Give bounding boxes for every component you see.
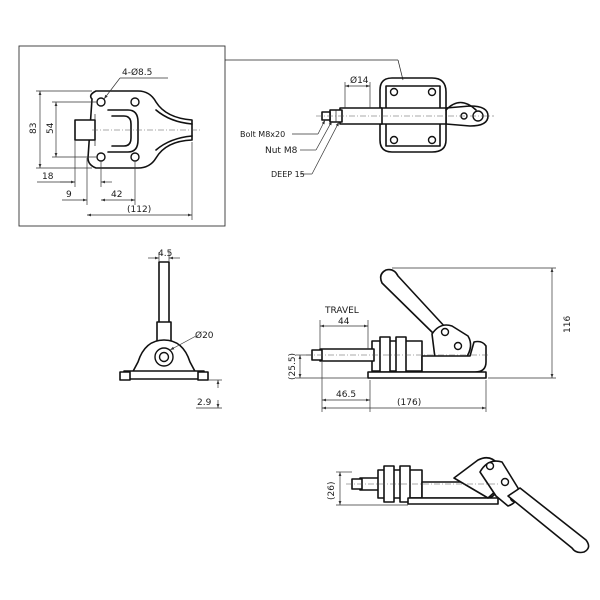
top-detail-view: 4-Ø8.5 83 54 18 9 42 (112): [18, 45, 404, 227]
end-view: 4.5 Ø20 2.9: [119, 249, 222, 409]
handle-side: [379, 268, 447, 337]
nut-label: Nut M8: [265, 146, 298, 156]
dim-54-label: 54: [46, 122, 56, 134]
mounting-hole: [130, 152, 140, 162]
deep-label: DEEP 15: [271, 170, 305, 179]
dim-42-label: 42: [111, 190, 122, 200]
travel-label: TRAVEL: [324, 306, 359, 316]
detail-frame: [18, 45, 226, 227]
handle-extended: [507, 487, 590, 554]
dim-176-label: (176): [397, 398, 421, 408]
dim-4-5-label: 4.5: [158, 249, 172, 259]
side-view-extended: (26): [327, 456, 590, 554]
dim-25-5-label: (25.5): [288, 353, 298, 380]
dim-116-label: 116: [563, 316, 573, 333]
dim-2-9-label: 2.9: [197, 398, 212, 408]
mounting-hole: [96, 97, 106, 107]
side-detail-view: Ø14 Bolt M8x20 Nut M8 DEEP 15: [240, 75, 494, 179]
base-plate-top: [87, 90, 193, 169]
diameter-20-label: Ø20: [195, 330, 214, 341]
mounting-hole: [130, 97, 140, 107]
dim-83-label: 83: [29, 123, 39, 134]
dim-46-5-label: 46.5: [336, 390, 356, 400]
dim-44-label: 44: [338, 317, 350, 327]
dim-26-label: (26): [327, 482, 337, 500]
dim-18-label: 18: [42, 172, 54, 182]
hole-callout-label: 4-Ø8.5: [122, 67, 152, 78]
dim-9-label: 9: [66, 190, 72, 200]
bolt-label: Bolt M8x20: [240, 130, 285, 139]
diameter-14-label: Ø14: [350, 75, 369, 86]
clamp-plate-side: [379, 77, 447, 153]
mounting-hole: [96, 152, 106, 162]
dim-112-label: (112): [127, 205, 151, 215]
side-view-retracted: TRAVEL 44 (25.5) 46.5 (176) 116: [288, 267, 573, 412]
